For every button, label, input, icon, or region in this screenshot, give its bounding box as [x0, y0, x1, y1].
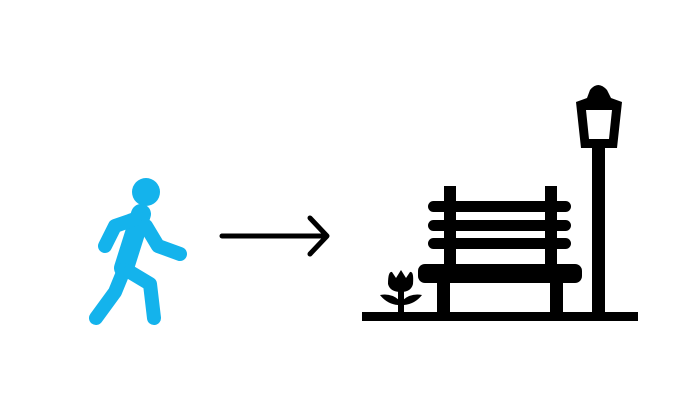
flower-icon — [380, 270, 422, 312]
ground-line — [362, 312, 638, 321]
right-arrow-icon — [219, 215, 330, 257]
street-lamp-icon — [576, 85, 622, 314]
walking-person-icon — [89, 178, 187, 325]
park-bench-icon — [418, 186, 582, 314]
